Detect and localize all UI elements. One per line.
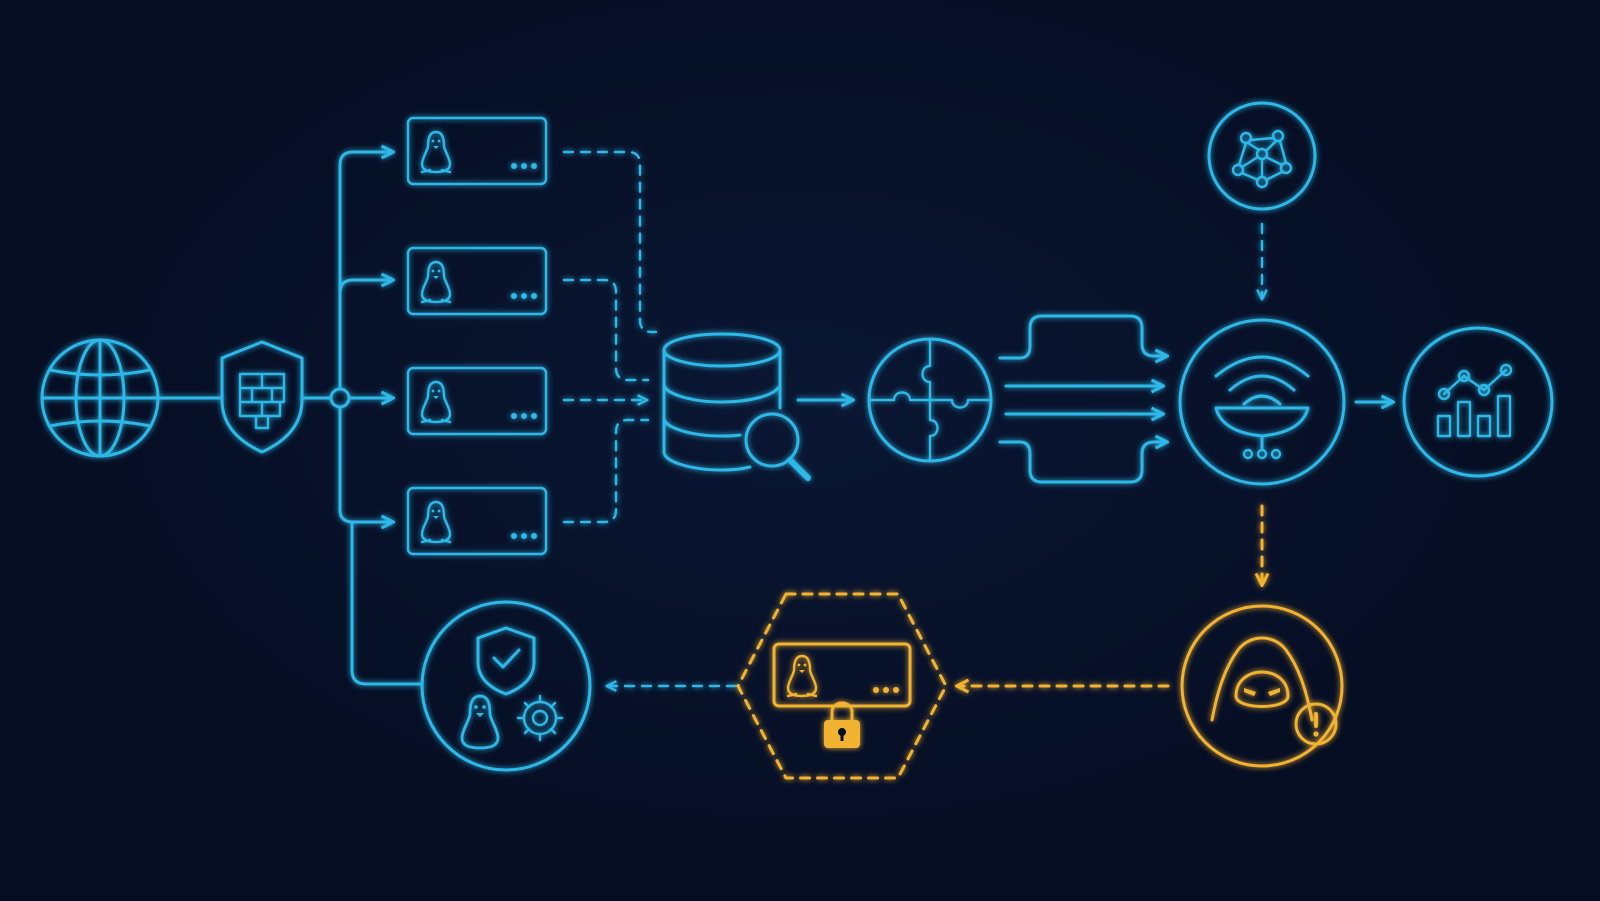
edge-hub-server-2 xyxy=(338,280,392,295)
edge-server-2-database xyxy=(562,278,650,382)
linux-penguin-icon xyxy=(420,260,452,304)
edge-hub-server-4 xyxy=(338,405,392,522)
edge-integration-engine-4 xyxy=(998,442,1166,484)
locked-server-icon xyxy=(736,592,948,780)
database-search-icon xyxy=(662,332,811,481)
junction-node xyxy=(329,387,351,409)
hacker-alert-icon xyxy=(1180,604,1344,768)
firewall-shield-icon xyxy=(220,340,304,454)
linux-penguin-icon xyxy=(420,500,452,544)
connectors xyxy=(156,150,1392,686)
edge-server-4-database xyxy=(562,418,650,524)
linux-server-1 xyxy=(406,116,548,186)
edge-hub-server-1 xyxy=(338,152,392,391)
linux-server-2 xyxy=(406,246,548,316)
shield-penguin-gear-icon xyxy=(420,600,592,772)
network-graph-icon xyxy=(1207,101,1317,211)
edge-integration-engine-1 xyxy=(998,314,1166,358)
linux-penguin-icon xyxy=(420,130,452,174)
padlock-icon xyxy=(824,701,860,748)
wifi-satellite-icon xyxy=(1178,318,1346,486)
linux-server-3 xyxy=(406,366,548,436)
edge-server-1-database xyxy=(562,150,658,334)
amber-connectors xyxy=(958,504,1262,686)
linux-server-4 xyxy=(406,486,548,556)
edge-hub-remediation xyxy=(350,520,424,686)
chart-icon xyxy=(1402,326,1554,478)
puzzle-globe-icon xyxy=(867,337,993,463)
linux-penguin-icon xyxy=(420,380,452,424)
gear-icon xyxy=(516,694,564,742)
globe-icon xyxy=(40,338,160,458)
linux-penguin-icon xyxy=(786,654,818,698)
